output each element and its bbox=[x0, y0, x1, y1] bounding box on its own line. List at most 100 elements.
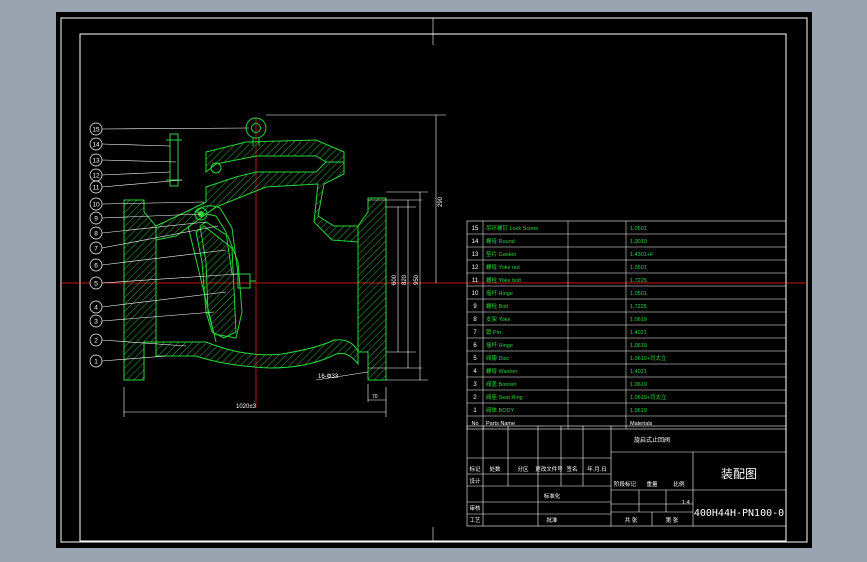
part-number: 12 bbox=[472, 265, 479, 271]
part-material: 1.4021 bbox=[630, 330, 647, 336]
balloon-9: 9 bbox=[89, 211, 202, 225]
balloon-11: 11 bbox=[89, 179, 183, 194]
parts-row: 13 垫片 Gasket 1.4301+F bbox=[472, 250, 654, 258]
title-label-count: 处数 bbox=[489, 465, 501, 473]
part-number: 13 bbox=[472, 252, 479, 258]
balloon-3: 3 bbox=[89, 311, 215, 328]
balloon-15: 15 bbox=[89, 122, 250, 136]
dimension-d1: 600 bbox=[392, 274, 398, 285]
part-name: 螺母 Washer bbox=[486, 367, 517, 375]
part-name: 阀体 BODY bbox=[486, 406, 514, 414]
balloon-4: 4 bbox=[89, 291, 227, 314]
balloon-label: 9 bbox=[94, 216, 98, 223]
part-number: 14 bbox=[472, 239, 479, 245]
part-material: 1.0501 bbox=[630, 291, 647, 297]
parts-row: 1 阀体 BODY 1.0619 bbox=[473, 406, 647, 414]
cad-drawing: 1020±3 290 600 820 950 16-Φ33 70 1514131… bbox=[60, 17, 808, 543]
title-sheet-total: 共 张 bbox=[625, 516, 638, 524]
part-name: 垫片 Gasket bbox=[486, 250, 516, 258]
part-name: 支架 Yoke bbox=[486, 315, 511, 323]
part-material: 1.7225 bbox=[630, 304, 647, 310]
balloon-2: 2 bbox=[89, 333, 187, 347]
part-material: 1.0619 bbox=[630, 408, 647, 414]
part-material: 1.4021 bbox=[630, 369, 647, 375]
part-number: 6 bbox=[473, 343, 477, 349]
title-label-design: 设计 bbox=[469, 477, 481, 485]
part-material: 1.0619 bbox=[630, 343, 647, 349]
parts-row: 12 螺母 Yoke nut 1.0501 bbox=[472, 263, 647, 271]
bonnet bbox=[205, 139, 345, 174]
body-lower-wall bbox=[155, 339, 359, 369]
title-label-approve: 批准 bbox=[546, 516, 558, 524]
title-sheet-no: 第 张 bbox=[666, 516, 679, 524]
title-label-process: 工艺 bbox=[469, 517, 481, 524]
inner-frame bbox=[79, 33, 787, 542]
parts-header-no: No bbox=[471, 421, 478, 427]
balloon-label: 12 bbox=[92, 173, 100, 180]
part-name: 螺母 Round bbox=[486, 237, 515, 245]
part-number: 1 bbox=[473, 408, 477, 414]
part-material: 1.0619 bbox=[630, 382, 647, 388]
valve-section-view bbox=[123, 117, 387, 381]
title-label-mark: 标记 bbox=[469, 465, 481, 473]
balloon-label: 5 bbox=[94, 281, 98, 288]
balloon-label: 13 bbox=[92, 158, 100, 165]
hinge-arm bbox=[194, 205, 239, 275]
balloon-label: 15 bbox=[92, 127, 100, 134]
title-label-weight: 重量 bbox=[646, 480, 658, 488]
part-name: 吊环螺钉 Lock Screw bbox=[486, 224, 538, 232]
title-label-stage-mark: 阶段标记 bbox=[614, 480, 637, 488]
title-label-check: 审核 bbox=[469, 504, 481, 512]
balloon-label: 14 bbox=[92, 142, 100, 149]
part-material: 1.0501 bbox=[630, 226, 647, 232]
title-label-date: 年.月.日 bbox=[587, 465, 607, 473]
balloon-label: 11 bbox=[93, 185, 100, 192]
part-name: 螺栓 Bolt bbox=[486, 302, 508, 310]
part-name: 摇杆 Hinge bbox=[486, 341, 513, 349]
disc bbox=[195, 225, 237, 339]
balloon-8: 8 bbox=[89, 221, 207, 240]
parts-header-material: Materials bbox=[630, 421, 653, 427]
title-company: 旋启式止回阀 bbox=[634, 436, 670, 444]
dimension-overall-length: 1020±3 bbox=[236, 404, 257, 410]
balloon-label: 3 bbox=[94, 319, 98, 326]
right-flange bbox=[357, 197, 387, 381]
balloon-label: 2 bbox=[94, 338, 98, 345]
balloon-6: 6 bbox=[89, 249, 227, 272]
part-material: 1.4301+F bbox=[630, 252, 654, 258]
left-flange bbox=[123, 199, 157, 381]
balloon-13: 13 bbox=[89, 153, 177, 167]
part-name: 销 Pin bbox=[486, 328, 501, 336]
dimension-d3: 950 bbox=[414, 274, 420, 285]
parts-row: 14 螺母 Round 1.0010 bbox=[472, 237, 647, 245]
balloon-label: 7 bbox=[94, 246, 98, 253]
part-material: 1.7225 bbox=[630, 278, 647, 284]
part-material: 1.0010 bbox=[630, 239, 647, 245]
balloon-14: 14 bbox=[89, 137, 171, 151]
part-number: 11 bbox=[472, 278, 479, 284]
part-name: 阀座 Seat Ring bbox=[486, 393, 523, 401]
title-label-change-doc: 更改文件号 bbox=[535, 465, 563, 473]
part-name: 螺母 Yoke nut bbox=[486, 263, 520, 271]
part-number: 2 bbox=[473, 395, 477, 401]
balloon-10: 10 bbox=[89, 197, 205, 211]
part-material: 1.0619+司太立 bbox=[630, 354, 667, 362]
dimension-height: 290 bbox=[438, 196, 444, 207]
body-upper-wall bbox=[155, 161, 359, 243]
balloon-1: 1 bbox=[89, 354, 167, 368]
part-material: 1.0501 bbox=[630, 265, 647, 271]
balloon-12: 12 bbox=[89, 168, 171, 182]
